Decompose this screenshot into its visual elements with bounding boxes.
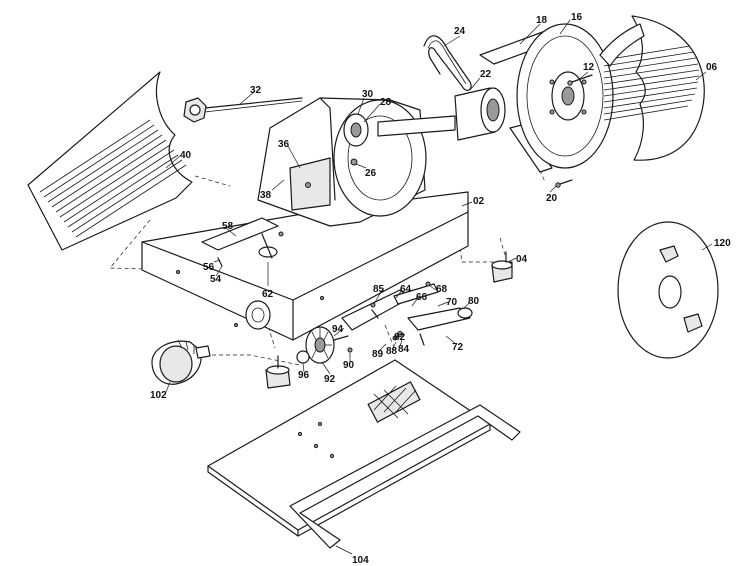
label-26: 26 — [365, 168, 377, 179]
label-90: 90 — [343, 360, 355, 371]
label-36: 36 — [278, 139, 290, 150]
label-88: 88 — [386, 346, 398, 357]
label-30: 30 — [362, 89, 374, 100]
label-20: 20 — [546, 193, 558, 204]
bearing-parts-26-28-30 — [343, 113, 369, 166]
blade-guard-part-06 — [599, 15, 705, 161]
label-24: 24 — [454, 26, 466, 37]
label-70: 70 — [446, 297, 458, 308]
label-40: 40 — [180, 150, 192, 161]
label-68: 68 — [436, 284, 448, 295]
label-64: 64 — [400, 284, 412, 295]
foot-part-04 — [265, 251, 513, 389]
shaft-hub-part-22 — [377, 87, 506, 141]
label-80: 80 — [468, 296, 480, 307]
label-06: 06 — [706, 62, 718, 73]
label-16: 16 — [571, 12, 583, 23]
label-102: 102 — [150, 390, 167, 401]
label-38: 38 — [260, 190, 272, 201]
label-82: 82 — [394, 332, 406, 343]
label-56: 56 — [203, 262, 215, 273]
knob-parts-90-96 — [296, 326, 353, 364]
label-92: 92 — [324, 374, 336, 385]
label-54: 54 — [210, 274, 222, 285]
label-94: 94 — [332, 324, 344, 335]
side-cover-part-40 — [27, 71, 193, 251]
part-number-labels: 02 04 06 12 16 18 20 22 24 26 28 30 32 3… — [150, 12, 731, 566]
label-104: 104 — [352, 555, 369, 566]
label-32: 32 — [250, 85, 262, 96]
base-plate-part-104 — [207, 359, 521, 549]
label-85: 85 — [373, 284, 385, 295]
label-22: 22 — [480, 69, 492, 80]
linkage-parts-64-85 — [341, 281, 473, 346]
main-body-part-02 — [141, 97, 469, 341]
label-18: 18 — [536, 15, 548, 26]
label-66: 66 — [416, 292, 428, 303]
sharpener-plate-part-120 — [617, 221, 719, 359]
label-84: 84 — [398, 344, 410, 355]
label-120: 120 — [714, 238, 731, 249]
blade-part-16 — [516, 23, 614, 169]
label-62: 62 — [262, 289, 274, 300]
label-72: 72 — [452, 342, 464, 353]
label-04: 04 — [516, 254, 528, 265]
label-02: 02 — [473, 196, 485, 207]
label-58: 58 — [222, 221, 234, 232]
leader-lines — [165, 19, 713, 555]
screws-parts-12-20 — [555, 74, 593, 188]
knob-rod-part-32 — [183, 97, 303, 123]
label-28: 28 — [380, 97, 392, 108]
bracket-parts-54-56-58-62 — [201, 217, 284, 267]
label-12: 12 — [583, 62, 595, 73]
belt-part-24 — [423, 35, 472, 91]
control-knob-part-102 — [151, 339, 211, 385]
label-96: 96 — [298, 370, 310, 381]
label-89: 89 — [372, 349, 384, 360]
